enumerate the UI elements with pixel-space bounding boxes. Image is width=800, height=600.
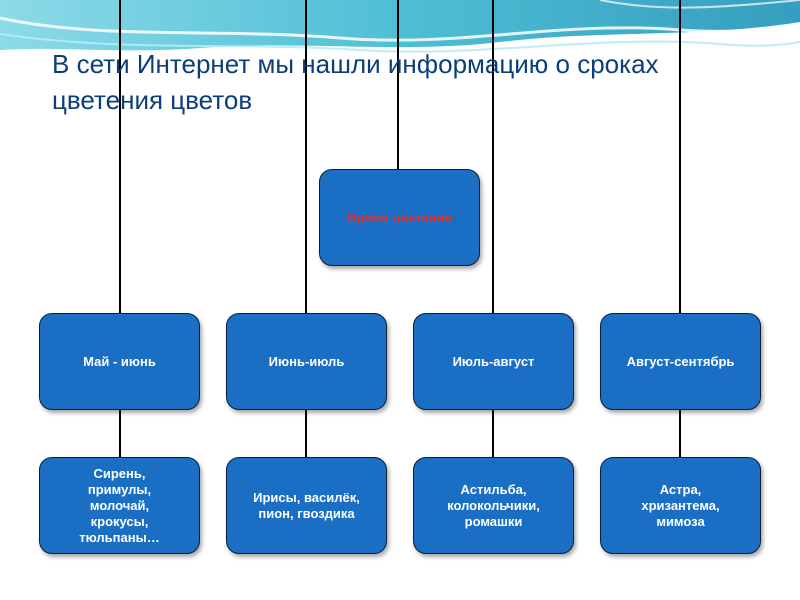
- period-node-july-august: Июль-август: [413, 313, 574, 410]
- root-node-bloom-time: Время цветения: [319, 169, 480, 266]
- period-label: Май - июнь: [83, 353, 156, 369]
- title-line-2: цветения цветов: [52, 85, 253, 115]
- slide-title: В сети Интернет мы нашли информацию о ср…: [52, 46, 772, 118]
- flowers-node-august-september: Астра, хризантема, мимоза: [600, 457, 761, 554]
- period-label: Июнь-июль: [268, 353, 345, 369]
- period-node-june-july: Июнь-июль: [226, 313, 387, 410]
- flowers-node-may-june: Сирень, примулы, молочай, крокусы, тюльп…: [39, 457, 200, 554]
- flowers-node-june-july: Ирисы, василёк, пион, гвоздика: [226, 457, 387, 554]
- period-label: Июль-август: [452, 353, 535, 369]
- flowers-list: Сирень, примулы, молочай, крокусы, тюльп…: [79, 465, 160, 545]
- flowers-list: Астильба, колокольчики, ромашки: [447, 481, 540, 529]
- period-node-august-september: Август-сентябрь: [600, 313, 761, 410]
- flowers-node-july-august: Астильба, колокольчики, ромашки: [413, 457, 574, 554]
- title-line-1: В сети Интернет мы нашли информацию о ср…: [52, 49, 659, 79]
- period-label: Август-сентябрь: [626, 353, 735, 369]
- root-node-label: Время цветения: [346, 209, 453, 225]
- period-node-may-june: Май - июнь: [39, 313, 200, 410]
- flowers-list: Астра, хризантема, мимоза: [641, 481, 720, 529]
- flowers-list: Ирисы, василёк, пион, гвоздика: [253, 489, 360, 521]
